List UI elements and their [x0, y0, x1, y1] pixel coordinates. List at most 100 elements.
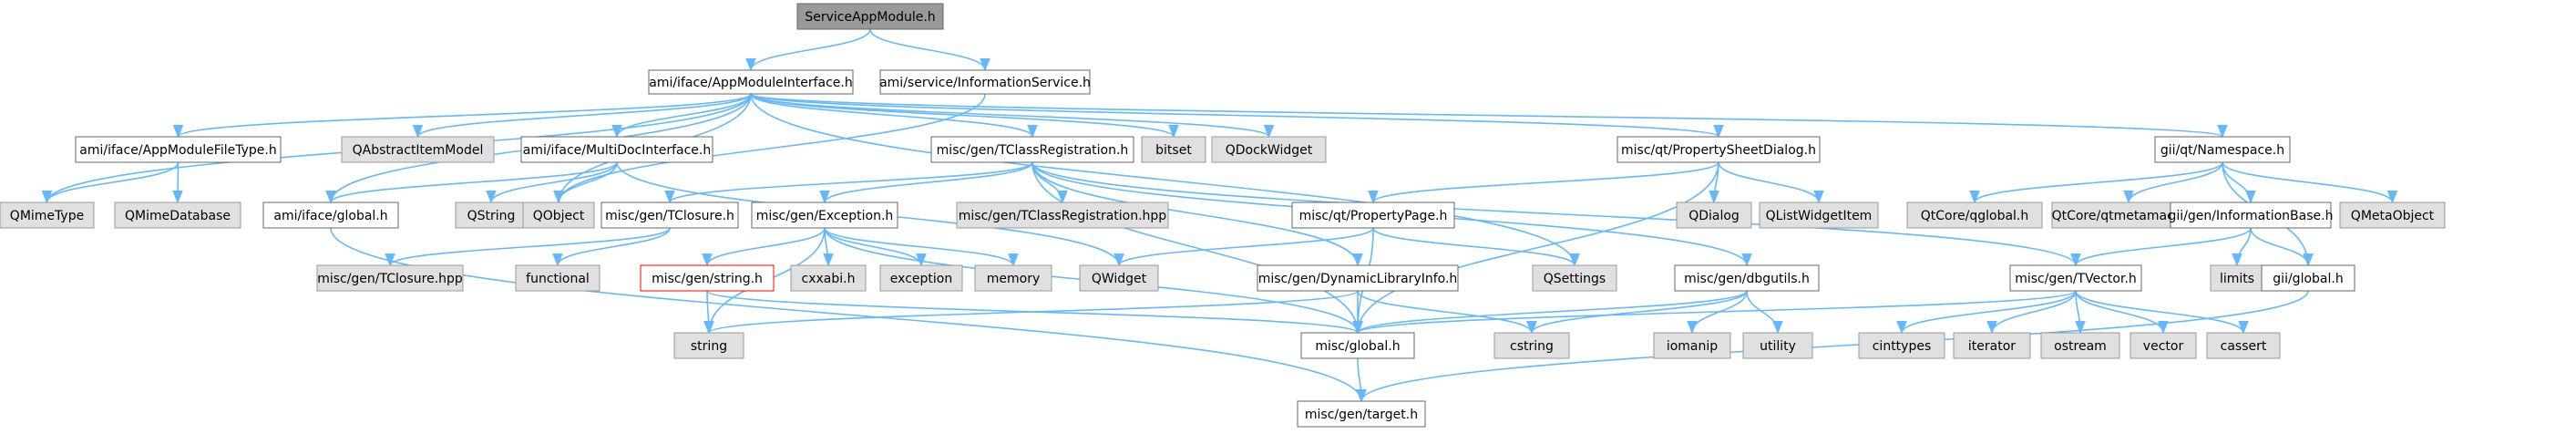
- node-serviceappmodule-h[interactable]: ServiceAppModule.h: [796, 3, 944, 30]
- edge-misc-gen-tvector-h-to-cinttypes: [1896, 290, 2077, 335]
- edge-line: [41, 161, 180, 204]
- edge-misc-gen-tvector-h-to-vector: [2075, 290, 2169, 335]
- edge-misc-gen-tvector-h-to-cassert: [2075, 290, 2249, 335]
- node-misc-gen-tclosure-h[interactable]: misc/gen/TClosure.h: [600, 202, 739, 229]
- edge-misc-gen-tvector-h-to-misc-global-h: [1352, 290, 2077, 335]
- edge-ami-iface-appmoduleinterface-h-to-qabstractitemmodel: [412, 93, 752, 139]
- edge-line: [702, 227, 826, 267]
- node-ostream: ostream: [2040, 332, 2120, 359]
- node-cassert: cassert: [2206, 332, 2281, 359]
- node-gii-qt-namespace-h[interactable]: gii/qt/Namespace.h: [2154, 136, 2291, 163]
- node-qabstractitemmodel: QAbstractItemModel: [341, 136, 495, 163]
- edge-line: [611, 93, 752, 139]
- node-label: ami/iface/AppModuleInterface.h: [649, 76, 853, 90]
- node-label: gii/global.h: [2273, 272, 2343, 286]
- edge-ami-iface-appmoduleinterface-h-to-qsettings: [750, 93, 1580, 267]
- node-box: [751, 202, 898, 229]
- node-iomanip: iomanip: [1653, 332, 1731, 359]
- edge-line: [824, 227, 1019, 267]
- node-misc-gen-dynamiclibraryinfo-h[interactable]: misc/gen/DynamicLibraryInfo.h: [1257, 264, 1459, 292]
- node-limits: limits: [2210, 264, 2264, 292]
- edge-misc-gen-dbgutils-h-to-cstring: [1526, 290, 1748, 335]
- node-cstring: cstring: [1493, 332, 1570, 359]
- node-label: misc/gen/TClassRegistration.h: [937, 143, 1129, 158]
- edge-line: [1356, 290, 2309, 403]
- edge-ami-iface-appmodulefiletype-h-to-qmimedatabase: [172, 161, 183, 204]
- node-ami-iface-appmoduleinterface-h[interactable]: ami/iface/AppModuleInterface.h: [648, 69, 854, 95]
- node-ami-service-informationservice-h[interactable]: ami/service/InformationService.h: [879, 69, 1091, 95]
- node-box: [640, 264, 775, 292]
- node-ami-iface-multidocinterface-h[interactable]: ami/iface/MultiDocInterface.h: [520, 136, 713, 163]
- node-misc-gen-string-h[interactable]: misc/gen/string.h: [640, 264, 775, 292]
- node-box: [648, 69, 854, 95]
- node-box: [796, 3, 944, 30]
- node-label: bitset: [1155, 143, 1192, 158]
- node-iterator: iterator: [1953, 332, 2031, 359]
- edge-line: [819, 161, 1033, 204]
- edge-ami-iface-multidocinterface-h-to-ami-iface-global-h: [325, 161, 618, 204]
- node-misc-gen-dbgutils-h[interactable]: misc/gen/dbgutils.h: [1674, 264, 1820, 292]
- edge-line: [1718, 161, 1824, 204]
- node-label: misc/qt/PropertySheetDialog.h: [1621, 143, 1816, 158]
- node-box: [520, 136, 713, 163]
- edge-line: [750, 93, 2227, 139]
- edge-misc-gen-tclassregistration-h-to-misc-gen-tclosure-h: [664, 161, 1033, 204]
- edge-serviceappmodule-h-to-ami-service-informationservice-h: [869, 28, 990, 72]
- node-misc-qt-propertysheetdialog-h[interactable]: misc/qt/PropertySheetDialog.h: [1616, 136, 1821, 163]
- node-box: [455, 202, 528, 229]
- node-label: utility: [1760, 339, 1796, 354]
- node-misc-gen-tclassregistration-h[interactable]: misc/gen/TClassRegistration.h: [930, 136, 1134, 163]
- edge-gii-qt-namespace-h-to-qmetaobject: [2222, 161, 2398, 204]
- node-misc-qt-propertypage-h[interactable]: misc/qt/PropertyPage.h: [1291, 202, 1455, 229]
- node-label: gii/gen/InformationBase.h: [2169, 209, 2334, 223]
- edge-ami-iface-appmoduleinterface-h-to-ami-iface-appmodulefiletype-h: [173, 93, 752, 139]
- edge-line: [553, 161, 618, 204]
- edge-ami-iface-appmoduleinterface-h-to-misc-qt-propertysheetdialog-h: [750, 93, 1724, 139]
- node-gii-gen-informationbase-h[interactable]: gii/gen/InformationBase.h: [2169, 202, 2334, 229]
- node-box: [1858, 332, 1945, 359]
- node-ami-iface-global-h[interactable]: ami/iface/global.h: [262, 202, 399, 229]
- node-ami-iface-appmodulefiletype-h[interactable]: ami/iface/AppModuleFileType.h: [75, 136, 282, 163]
- node-label: iomanip: [1667, 339, 1718, 354]
- node-qmetaobject: QMetaObject: [2339, 202, 2446, 229]
- edge-line: [750, 93, 1179, 139]
- node-label: misc/gen/Exception.h: [756, 209, 894, 223]
- node-gii-global-h[interactable]: gii/global.h: [2261, 264, 2355, 292]
- node-functional: functional: [515, 264, 600, 292]
- edge-ami-iface-appmodulefiletype-h-to-qmimetype: [41, 161, 180, 204]
- edge-misc-gen-dbgutils-h-to-utility: [1746, 290, 1783, 335]
- edge-misc-gen-exception-h-to-exception: [824, 227, 927, 267]
- node-label: QObject: [533, 209, 585, 223]
- node-cxxabi-h: cxxabi.h: [790, 264, 867, 292]
- edge-line: [2232, 227, 2252, 267]
- node-label: memory: [987, 272, 1041, 286]
- node-label: misc/qt/PropertyPage.h: [1299, 209, 1448, 223]
- node-label: misc/gen/TClosure.hpp: [317, 272, 463, 286]
- node-misc-gen-target-h[interactable]: misc/gen/target.h: [1297, 400, 1426, 428]
- node-box: [1291, 202, 1455, 229]
- node-label: cstring: [1510, 339, 1554, 354]
- node-qwidget: QWidget: [1079, 264, 1159, 292]
- node-label: QtCore/qtmetamacros.h: [2052, 209, 2206, 223]
- node-label: QWidget: [1092, 272, 1147, 286]
- edge-misc-gen-tvector-h-to-ostream: [2075, 290, 2086, 335]
- edge-line: [2222, 161, 2398, 204]
- node-label: ostream: [2054, 339, 2107, 354]
- node-box: [1742, 332, 1813, 359]
- node-label: QListWidgetItem: [1766, 209, 1873, 223]
- node-box: [316, 264, 464, 292]
- edge-line: [2075, 290, 2086, 335]
- edge-line: [1986, 290, 2077, 335]
- edge-misc-gen-string-h-to-string: [703, 290, 714, 335]
- edge-gii-global-h-to-misc-gen-target-h: [1356, 290, 2309, 403]
- node-string: string: [673, 332, 744, 359]
- node-label: vector: [2143, 339, 2184, 354]
- node-misc-global-h[interactable]: misc/global.h: [1300, 332, 1415, 359]
- node-misc-gen-exception-h[interactable]: misc/gen/Exception.h: [751, 202, 898, 229]
- edge-misc-gen-tclassregistration-h-to-misc-gen-exception-h: [819, 161, 1033, 204]
- node-misc-gen-tvector-h[interactable]: misc/gen/TVector.h: [2009, 264, 2142, 292]
- edge-misc-gen-dbgutils-h-to-misc-global-h: [1352, 290, 1748, 335]
- edge-line: [1372, 227, 1580, 267]
- edge-gii-gen-informationbase-h-to-gii-global-h: [2250, 227, 2314, 267]
